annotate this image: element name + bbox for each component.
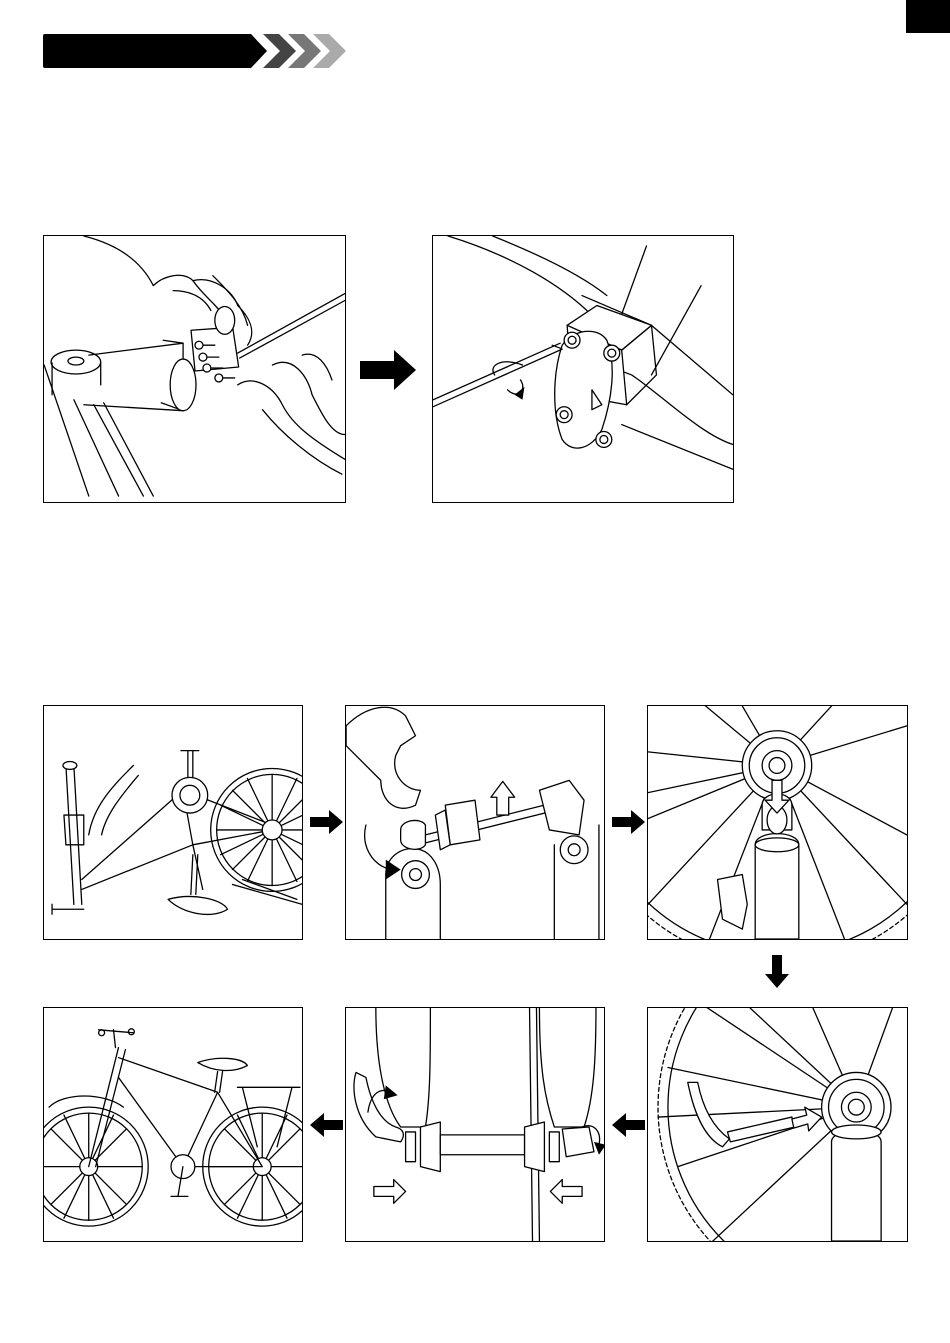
step-quick-release-inserted xyxy=(647,1007,908,1242)
arrow-right-icon xyxy=(612,810,645,834)
arrow-right-icon xyxy=(310,810,343,834)
outline-arrow-icon xyxy=(491,781,515,815)
page-tab-marker xyxy=(906,0,950,33)
arrow-left-icon xyxy=(612,1113,645,1137)
section-header-bar xyxy=(43,34,353,68)
step-hub-axle-into-dropout xyxy=(647,705,908,940)
step-tighten-stem-faceplate xyxy=(432,235,734,503)
step-assembled-bicycle xyxy=(43,1007,303,1242)
arrow-down-icon xyxy=(765,955,789,988)
step-fork-dropout-wrench xyxy=(345,705,605,940)
step-bike-without-front-wheel xyxy=(43,705,303,940)
step-loosen-stem-bolts xyxy=(43,235,346,503)
step-tighten-quick-release xyxy=(345,1007,605,1242)
arrow-left-icon xyxy=(310,1113,343,1137)
arrow-right-icon xyxy=(360,350,416,390)
